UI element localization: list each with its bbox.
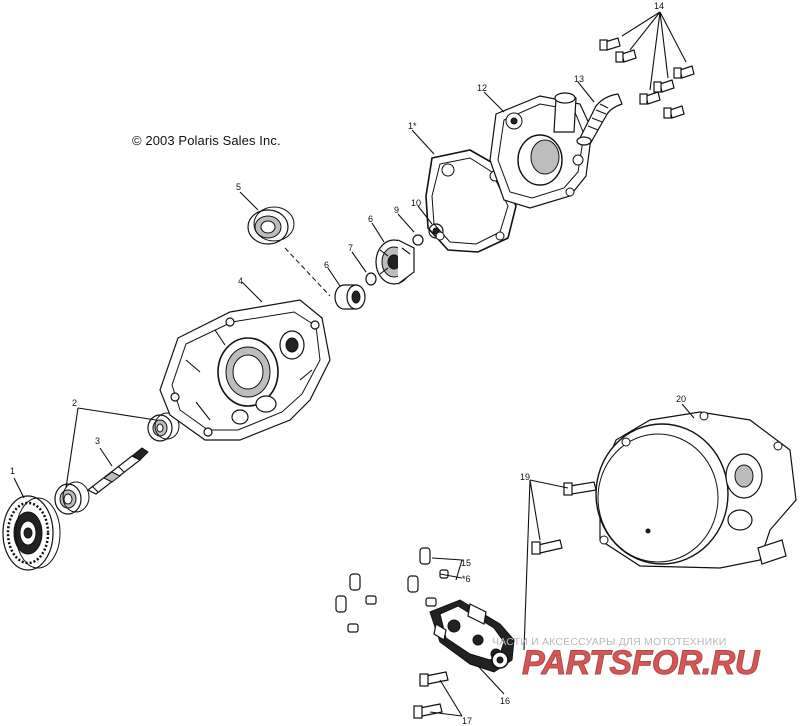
clutch-cover-icon	[595, 411, 797, 569]
impeller-icon	[375, 239, 415, 285]
seal-icon	[412, 234, 424, 246]
seal-icon	[365, 272, 377, 286]
hose-icon	[576, 93, 623, 146]
callout-20: 20	[676, 394, 686, 404]
callout-15: 15	[461, 558, 471, 568]
callout-1-star: 1*	[408, 121, 417, 131]
callout-12: 12	[477, 83, 487, 93]
callout-2: 2	[72, 398, 77, 408]
callout-star-6: *6	[462, 574, 471, 584]
gear-icon	[2, 495, 61, 571]
watermark-text: ЧАСТИ И АКСЕССУАРЫ ДЛЯ МОТОТЕХНИКИ	[492, 636, 727, 648]
callout-19: 19	[520, 472, 530, 482]
valve-block-icon	[429, 599, 515, 673]
callout-6-upper: 6	[368, 214, 373, 224]
bolt-icon	[335, 547, 449, 633]
callout-9: 9	[394, 205, 399, 215]
callout-14: 14	[654, 1, 664, 11]
shaft-icon	[86, 447, 149, 495]
bearing-icon	[54, 481, 90, 515]
bolt-icon	[599, 37, 695, 119]
callout-13: 13	[574, 74, 584, 84]
copyright-notice: © 2003 Polaris Sales Inc.	[132, 133, 281, 148]
callout-6-lower: 6	[324, 260, 329, 270]
seal-icon	[247, 206, 295, 245]
callout-7: 7	[348, 243, 353, 253]
callout-1: 1	[10, 466, 15, 476]
callout-16: 16	[500, 696, 510, 706]
callout-10: 10	[411, 198, 421, 208]
bearing-icon	[147, 412, 180, 442]
pump-cover-icon	[489, 92, 593, 209]
bolt-icon	[413, 671, 449, 719]
housing-icon	[159, 299, 331, 441]
gasket-icon	[425, 149, 517, 253]
bolt-icon	[531, 481, 597, 555]
callout-5: 5	[236, 182, 241, 192]
callout-4: 4	[238, 276, 243, 286]
watermark-logo: PARTSFOR.RU	[522, 644, 760, 683]
callout-3: 3	[95, 436, 100, 446]
bearing-icon	[334, 284, 366, 310]
callout-17: 17	[462, 716, 472, 726]
